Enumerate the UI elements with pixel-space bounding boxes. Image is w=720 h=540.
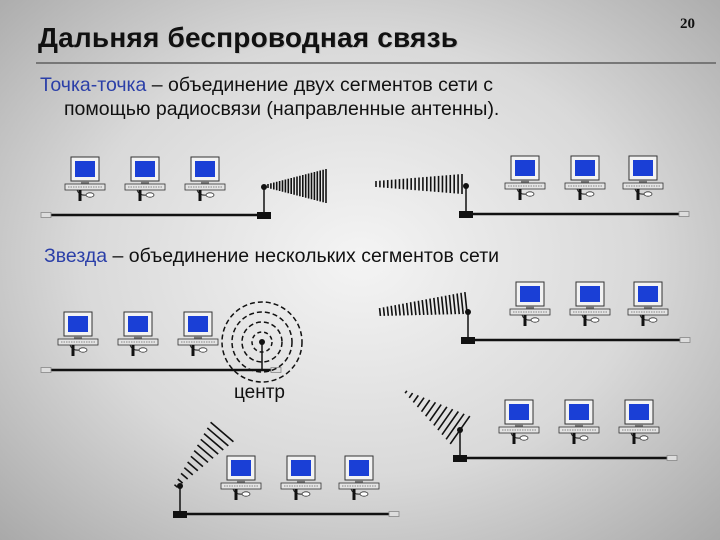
antenna-mast-icon	[452, 426, 468, 463]
segment-star-lower-left	[172, 454, 400, 519]
computer-icon	[621, 154, 665, 202]
computer-icon	[56, 310, 100, 358]
computer-icon	[497, 398, 541, 446]
page-number: 20	[680, 16, 695, 32]
point-to-point-desc-2: помощью радиосвязи (направленные антенны…	[64, 98, 500, 120]
directional-beam	[173, 421, 234, 488]
computer-icon	[503, 154, 547, 202]
computer-icon	[508, 280, 552, 328]
directional-beam	[378, 291, 468, 317]
antenna-mast-icon	[458, 182, 474, 219]
computer-icon	[617, 398, 661, 446]
slide-title: Дальняя беспроводная связь	[38, 22, 459, 53]
computer-icon	[337, 454, 381, 502]
computer-icon	[219, 454, 263, 502]
segment-star-center	[40, 301, 303, 383]
computer-icon	[63, 155, 107, 203]
computer-icon	[183, 155, 227, 203]
star-desc: – объединение нескольких сегментов сети	[107, 245, 500, 267]
point-to-point-text: Точка-точка – объединение двух сегментов…	[40, 73, 493, 97]
antenna-mast-icon	[460, 308, 476, 345]
cable-terminator-icon	[388, 511, 400, 517]
computer-icon	[279, 454, 323, 502]
computer-icon	[626, 280, 670, 328]
directional-beam	[267, 169, 327, 203]
antenna-mast-icon	[172, 482, 188, 519]
point-to-point-desc-1: – объединение двух сегментов сети с	[146, 74, 494, 96]
cable-terminator-icon	[40, 367, 52, 373]
computer-icon	[568, 280, 612, 328]
segment-star-upper	[460, 280, 691, 345]
cable-terminator-icon	[678, 211, 690, 217]
cable-terminator-icon	[666, 455, 678, 461]
computer-icon	[176, 310, 220, 358]
cable-terminator-icon	[40, 212, 52, 218]
segment-right	[458, 154, 690, 219]
omni-antenna-icon	[221, 301, 303, 383]
radio-beams	[173, 169, 471, 488]
cable-terminator-icon	[679, 337, 691, 343]
center-label: центр	[234, 382, 285, 403]
point-to-point-term: Точка-точка	[40, 74, 147, 96]
title-divider	[36, 62, 716, 64]
directional-beam	[404, 390, 471, 445]
star-text: Звезда – объединение нескольких сегменто…	[44, 244, 499, 268]
directional-beam	[375, 174, 463, 194]
segment-star-lower-right	[452, 398, 678, 463]
computer-icon	[123, 155, 167, 203]
segment-left	[40, 155, 272, 220]
computer-icon	[563, 154, 607, 202]
computer-icon	[557, 398, 601, 446]
star-term: Звезда	[44, 245, 108, 267]
computer-icon	[116, 310, 160, 358]
antenna-mast-icon	[256, 183, 272, 220]
